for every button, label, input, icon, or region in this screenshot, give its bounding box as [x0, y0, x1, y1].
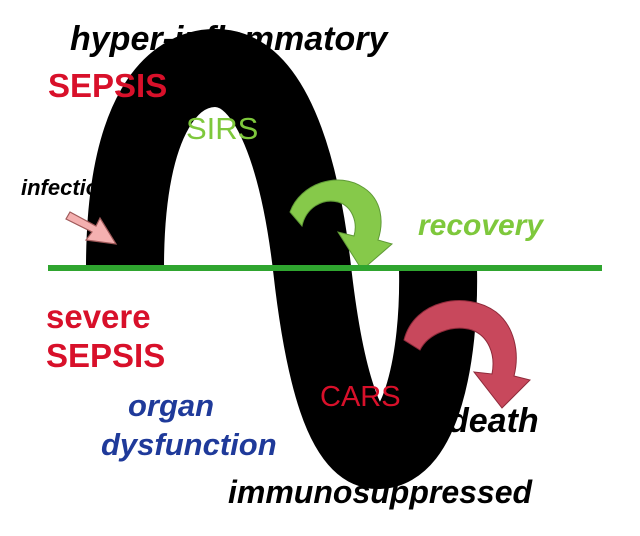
death-label: death [448, 402, 539, 440]
sepsis-label: SEPSIS [48, 67, 168, 104]
infection-arrow [65, 211, 118, 245]
immunosuppressed-label: immunosuppressed [228, 474, 533, 510]
sirs-label: SIRS [186, 111, 259, 146]
hyper-inflammatory-label: hyper-inflammatory [70, 20, 388, 58]
organ-label: organ [128, 388, 215, 423]
recovery-label: recovery [418, 209, 544, 242]
cars-label: CARS [320, 381, 401, 413]
recovery-arrow [289, 179, 394, 271]
infection-label: infection [21, 175, 113, 200]
wave-curve-outline [86, 29, 478, 489]
severe-label: severe [46, 298, 151, 335]
dysfunction-label: dysfunction [101, 427, 277, 462]
severe-sepsis-label: SEPSIS [46, 337, 166, 374]
death-arrow [403, 300, 531, 409]
